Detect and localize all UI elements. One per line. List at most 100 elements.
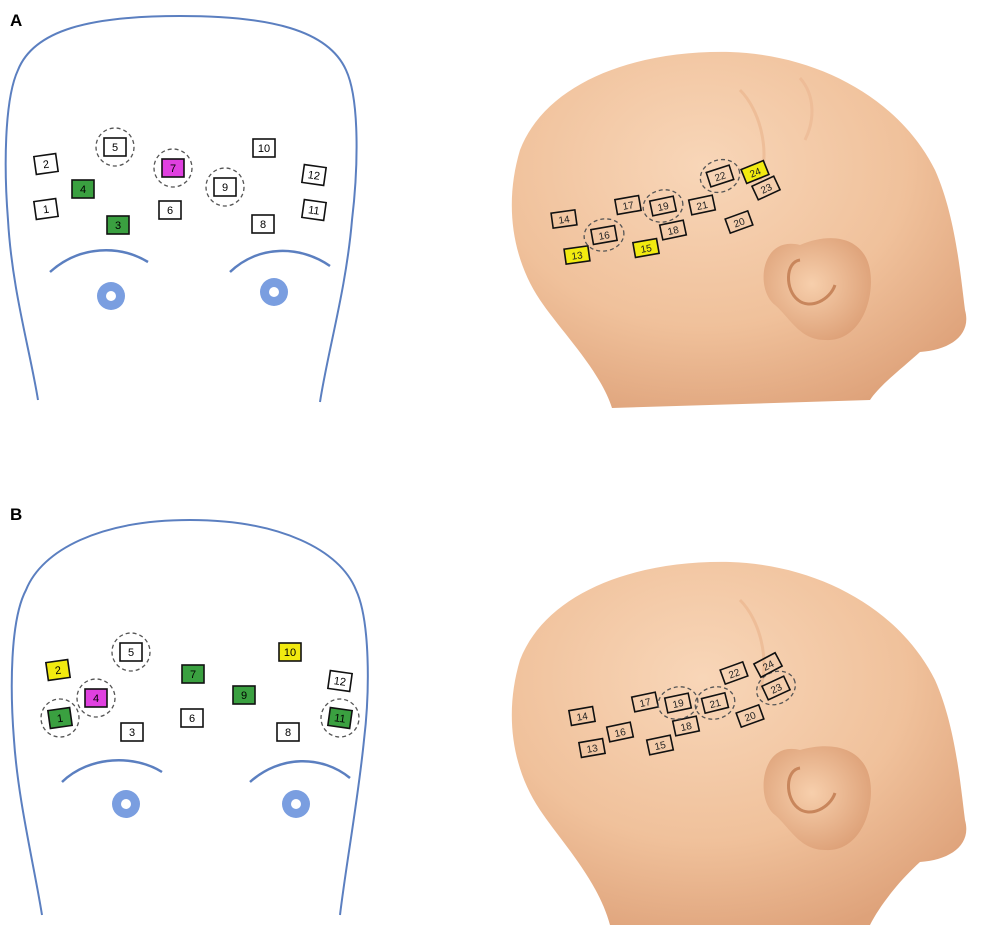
ear	[763, 746, 871, 851]
channel-box-1	[32, 197, 60, 221]
channel-1: 1	[32, 197, 60, 221]
channel-9: 9	[205, 167, 245, 207]
channel-label-19: 19	[672, 698, 686, 711]
channel-4: 4	[71, 179, 95, 199]
channel-16: 16	[605, 721, 635, 743]
channel-label-23: 23	[759, 182, 774, 197]
channel-7: 7	[181, 664, 205, 684]
head-outline	[10, 518, 369, 916]
channel-label-10: 10	[258, 143, 270, 155]
channel-box-16	[605, 721, 635, 743]
channel-box-18	[671, 715, 701, 737]
panel-label-a: A	[10, 11, 22, 30]
channel-11: 11	[300, 198, 328, 222]
channel-label-8: 8	[285, 727, 291, 739]
channel-1: 1	[40, 698, 80, 738]
channel-box-19	[663, 692, 693, 714]
ear	[763, 238, 871, 341]
channel-label-13: 13	[571, 250, 584, 263]
channel-box-2	[32, 152, 60, 176]
channel-17: 17	[613, 194, 643, 216]
channel-24: 24	[740, 159, 770, 185]
channel-box-3	[106, 215, 130, 235]
channel-2: 2	[32, 152, 60, 176]
channel-box-11	[300, 198, 328, 222]
channel-box-21	[700, 691, 730, 715]
channel-label-8: 8	[260, 219, 266, 231]
channel-box-15	[631, 237, 661, 259]
front-head-b	[10, 518, 369, 916]
channel-8: 8	[276, 722, 300, 742]
channel-5: 5	[111, 632, 151, 672]
left-brow	[61, 759, 163, 783]
front-head-a	[4, 14, 358, 403]
channel-20: 20	[724, 209, 754, 235]
channel-3: 3	[120, 722, 144, 742]
channel-10: 10	[252, 138, 276, 158]
channel-box-22	[719, 660, 749, 686]
channel-box-20	[735, 703, 765, 729]
channel-label-1: 1	[56, 713, 64, 726]
channel-15: 15	[645, 734, 675, 756]
channel-19: 19	[642, 189, 684, 223]
channel-box-20	[724, 209, 754, 235]
channel-circle-22	[699, 158, 741, 194]
channel-box-12	[300, 163, 328, 187]
channel-label-10: 10	[284, 647, 296, 659]
channel-label-18: 18	[680, 721, 694, 734]
channel-label-24: 24	[748, 166, 763, 181]
channel-box-14	[550, 208, 578, 230]
channel-6: 6	[180, 708, 204, 728]
channel-8: 8	[251, 214, 275, 234]
channel-label-17: 17	[639, 697, 653, 710]
channel-box-6	[180, 708, 204, 728]
channel-label-14: 14	[558, 214, 571, 227]
channel-23: 23	[750, 175, 782, 201]
channel-label-14: 14	[576, 711, 589, 724]
channel-box-16	[589, 224, 619, 246]
channel-20: 20	[735, 703, 765, 729]
channel-box-14	[567, 705, 597, 727]
channel-label-22: 22	[727, 667, 742, 681]
channel-box-2	[44, 658, 72, 682]
channel-label-11: 11	[307, 204, 320, 217]
channel-22: 22	[699, 158, 741, 194]
channel-label-5: 5	[112, 142, 118, 154]
channel-17: 17	[630, 691, 660, 713]
channel-box-3	[120, 722, 144, 742]
channel-circle-1	[40, 698, 80, 738]
channel-circle-19	[657, 686, 699, 720]
channel-label-9: 9	[241, 690, 247, 702]
channel-label-7: 7	[170, 163, 176, 175]
channel-label-5: 5	[128, 647, 134, 659]
channel-14: 14	[567, 705, 597, 727]
channel-7: 7	[153, 148, 193, 188]
channel-box-7	[181, 664, 205, 684]
channel-label-6: 6	[189, 713, 195, 725]
channel-box-17	[630, 691, 660, 713]
channel-9: 9	[232, 685, 256, 705]
channel-box-4	[84, 688, 108, 708]
channel-box-10	[278, 642, 302, 662]
channel-label-15: 15	[640, 243, 653, 256]
channel-circle-4	[76, 678, 116, 718]
channel-label-6: 6	[167, 205, 173, 217]
channel-21: 21	[687, 194, 717, 216]
channel-label-22: 22	[713, 170, 727, 184]
channel-box-5	[103, 137, 127, 157]
channel-circle-21	[694, 686, 736, 720]
channel-box-1	[46, 706, 74, 730]
channel-11: 11	[320, 698, 360, 738]
channel-label-15: 15	[654, 740, 668, 753]
channel-box-24	[740, 159, 770, 185]
channel-label-9: 9	[222, 182, 228, 194]
channel-10: 10	[278, 642, 302, 662]
channel-label-12: 12	[307, 169, 321, 183]
channel-5: 5	[95, 127, 135, 167]
right-brow	[249, 760, 351, 783]
